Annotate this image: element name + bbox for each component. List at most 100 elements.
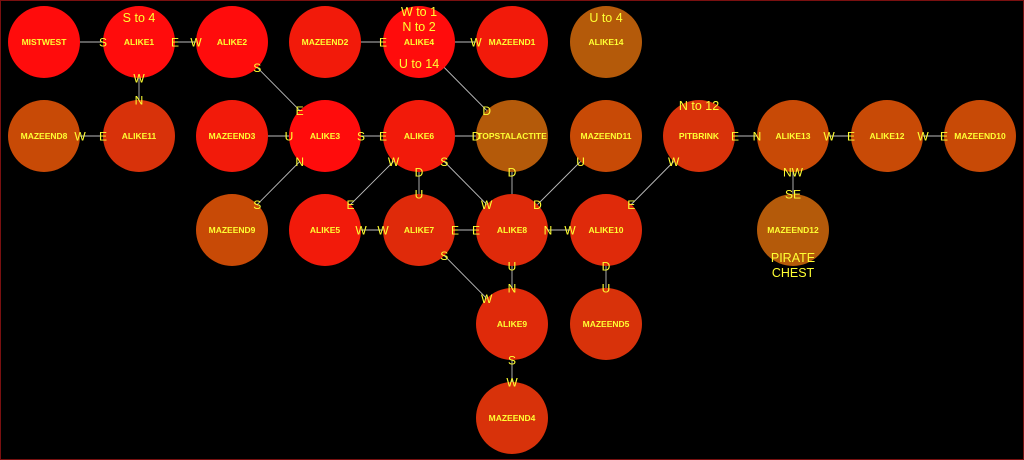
edge-label-to: E (99, 130, 107, 144)
room-alike14[interactable]: ALIKE14 (570, 6, 642, 78)
edge-label-to: W (470, 36, 482, 50)
room-label: ALIKE12 (870, 131, 905, 141)
room-label: MAZEEND1 (489, 37, 536, 47)
edge-label-from: W (133, 72, 145, 86)
room-label: ALIKE11 (122, 131, 157, 141)
edge-label-from: N (544, 224, 553, 238)
edge-label-to: W (481, 198, 493, 212)
room-circle (570, 288, 642, 360)
edge-label-to: E (940, 130, 948, 144)
room-topstalactite[interactable]: TOPSTALACTITE (476, 100, 548, 172)
note-line: PIRATE (771, 251, 815, 265)
edge-label-to: W (481, 292, 493, 306)
edge-label-to: E (847, 130, 855, 144)
edge-label-from: U (508, 260, 517, 274)
room-label: MISTWEST (22, 37, 68, 47)
room-label: ALIKE2 (217, 37, 248, 47)
room-mazeend3[interactable]: MAZEEND3 (196, 100, 268, 172)
room-circle (663, 100, 735, 172)
room-alike3[interactable]: ALIKE3 (289, 100, 361, 172)
room-pitbrink[interactable]: PITBRINK (663, 100, 735, 172)
room-mazeend10[interactable]: MAZEEND10 (944, 100, 1016, 172)
edge-label-to: SE (785, 188, 801, 202)
room-mazeend12[interactable]: MAZEEND12 (757, 194, 829, 266)
room-label: ALIKE6 (404, 131, 435, 141)
room-mistwest[interactable]: MISTWEST (8, 6, 80, 78)
room-alike4[interactable]: ALIKE4 (383, 6, 455, 78)
edge-label-from: E (171, 36, 179, 50)
note-line: U to 4 (589, 11, 622, 25)
room-alike7[interactable]: ALIKE7 (383, 194, 455, 266)
room-mazeend4[interactable]: MAZEEND4 (476, 382, 548, 454)
room-circle (383, 6, 455, 78)
edge-label-to: W (190, 36, 202, 50)
room-circle (570, 100, 642, 172)
edge-label-from: S (253, 61, 261, 75)
room-label: PITBRINK (679, 131, 720, 141)
room-alike13[interactable]: ALIKE13 (757, 100, 829, 172)
room-circle (570, 194, 642, 266)
room-circle (476, 194, 548, 266)
edge-label-to: E (346, 198, 354, 212)
room-alike2[interactable]: ALIKE2 (196, 6, 268, 78)
edge-label-from: W (74, 130, 86, 144)
edge-label-to: E (472, 224, 480, 238)
room-label: ALIKE14 (589, 37, 624, 47)
room-label: MAZEEND9 (209, 225, 256, 235)
edge-label-from: E (731, 130, 739, 144)
edge-label-from: W (917, 130, 929, 144)
note-line: U to 14 (399, 57, 439, 71)
edge-label-to: U (602, 282, 611, 296)
room-label: ALIKE13 (776, 131, 811, 141)
room-mazeend2[interactable]: MAZEEND2 (289, 6, 361, 78)
room-circle (196, 6, 268, 78)
room-label: ALIKE3 (310, 131, 341, 141)
edge-label-from: W (355, 224, 367, 238)
edge-label-to: S (253, 198, 261, 212)
room-mazeend1[interactable]: MAZEEND1 (476, 6, 548, 78)
room-label: MAZEEND11 (580, 131, 631, 141)
room-label: MAZEEND8 (21, 131, 68, 141)
room-mazeend9[interactable]: MAZEEND9 (196, 194, 268, 266)
note-alike4: U to 14 (399, 57, 439, 71)
edge-label-to: E (296, 104, 304, 118)
edge-label-to: W (377, 224, 389, 238)
edge-label-to: D (533, 198, 542, 212)
note-line: N to 2 (402, 20, 435, 34)
room-label: ALIKE4 (404, 37, 435, 47)
room-label: MAZEEND4 (489, 413, 536, 423)
room-mazeend11[interactable]: MAZEEND11 (570, 100, 642, 172)
note-alike1: S to 4 (123, 11, 156, 25)
edge-label-from: S (440, 155, 448, 169)
room-label: ALIKE1 (124, 37, 155, 47)
edge-label-from: NW (783, 166, 804, 180)
room-alike11[interactable]: ALIKE11 (103, 100, 175, 172)
note-line: N to 12 (679, 99, 719, 113)
room-circle (103, 6, 175, 78)
room-mazeend5[interactable]: MAZEEND5 (570, 288, 642, 360)
room-alike8[interactable]: ALIKE8 (476, 194, 548, 266)
room-circle (757, 194, 829, 266)
room-alike12[interactable]: ALIKE12 (851, 100, 923, 172)
edge-label-to: D (482, 104, 491, 118)
room-alike5[interactable]: ALIKE5 (289, 194, 361, 266)
edge-label-to: E (627, 198, 635, 212)
edge-label-from: W (823, 130, 835, 144)
room-circle (383, 100, 455, 172)
room-circle (8, 100, 80, 172)
room-circle (570, 6, 642, 78)
room-label: TOPSTALACTITE (477, 131, 547, 141)
note-alike14: U to 4 (589, 11, 622, 25)
room-circle (944, 100, 1016, 172)
room-circle (8, 6, 80, 78)
edge-label-to: E (379, 36, 387, 50)
room-alike6[interactable]: ALIKE6 (383, 100, 455, 172)
room-alike1[interactable]: ALIKE1 (103, 6, 175, 78)
edge-label-from: S (357, 130, 365, 144)
room-mazeend8[interactable]: MAZEEND8 (8, 100, 80, 172)
room-alike10[interactable]: ALIKE10 (570, 194, 642, 266)
room-alike9[interactable]: ALIKE9 (476, 288, 548, 360)
